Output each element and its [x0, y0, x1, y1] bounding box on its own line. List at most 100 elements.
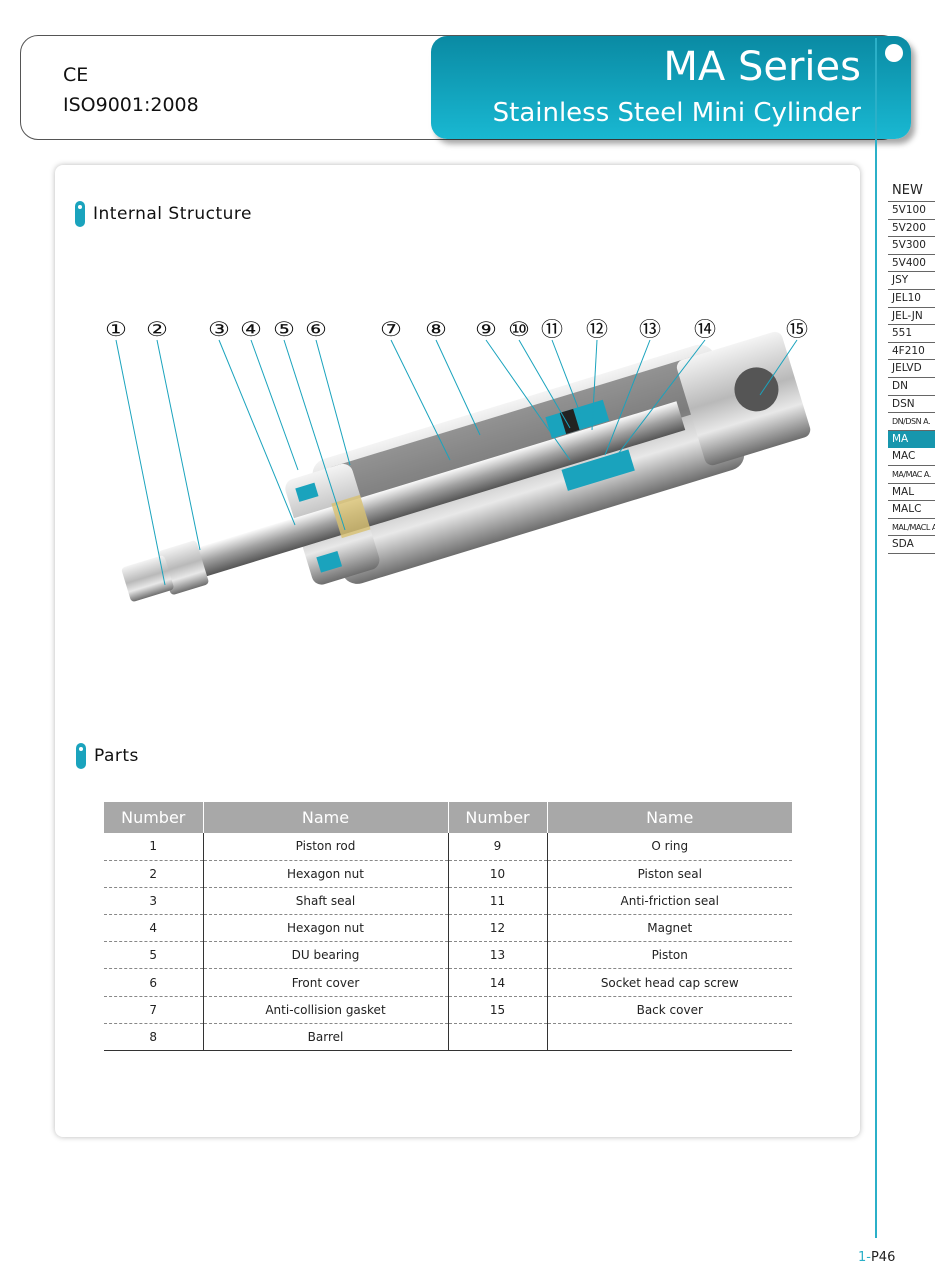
- part-number: 9: [448, 833, 548, 861]
- callout-number: ⑤: [273, 317, 295, 341]
- callout-leader: [591, 339, 598, 431]
- part-name: Magnet: [547, 914, 792, 943]
- callout-leader: [115, 339, 166, 586]
- callout-leader: [315, 339, 351, 466]
- callout-leader: [759, 339, 798, 396]
- sidebar-item[interactable]: MAL/MACL A.: [888, 519, 935, 537]
- sidebar-item[interactable]: 5V300: [888, 237, 935, 255]
- header-name: Name: [203, 802, 449, 833]
- callout-number: ⑨: [475, 317, 497, 341]
- callout-number: ⑭: [694, 317, 716, 341]
- sidebar-item[interactable]: DN: [888, 378, 935, 396]
- bullet-icon: [885, 44, 903, 62]
- header-number: Number: [104, 802, 204, 833]
- callout-leader: [283, 339, 346, 531]
- sidebar-item[interactable]: JSY: [888, 272, 935, 290]
- callout-number: ⑦: [380, 317, 402, 341]
- callout-number: ②: [146, 317, 168, 341]
- sidebar-item[interactable]: MAC: [888, 448, 935, 466]
- callout-number: ③: [208, 317, 230, 341]
- certifications: CE ISO9001:2008: [63, 60, 199, 120]
- part-name: Shaft seal: [203, 887, 449, 916]
- part-number: 3: [104, 887, 204, 916]
- section-marker-icon: [76, 743, 86, 769]
- series-subtitle: Stainless Steel Mini Cylinder: [492, 98, 861, 128]
- callout-leader: [156, 339, 201, 551]
- part-number: [448, 1023, 548, 1052]
- callout-leader: [218, 339, 296, 526]
- sidebar-item[interactable]: NEW: [888, 180, 935, 202]
- callout-leader: [485, 339, 571, 461]
- part-name: DU bearing: [203, 941, 449, 970]
- callout-number: ⑧: [425, 317, 447, 341]
- sidebar-item[interactable]: JELVD: [888, 360, 935, 378]
- callout-number: ⑩: [508, 317, 530, 341]
- page-number: 1-P46: [858, 1250, 895, 1265]
- part-name: Anti-collision gasket: [203, 996, 449, 1024]
- sidebar-item[interactable]: 4F210: [888, 343, 935, 361]
- part-name: Piston rod: [203, 833, 449, 861]
- callout-number: ④: [240, 317, 262, 341]
- part-name: Hexagon nut: [203, 914, 449, 943]
- callout-number: ⑥: [305, 317, 327, 341]
- part-name: Socket head cap screw: [547, 968, 792, 997]
- sidebar-item[interactable]: JEL10: [888, 290, 935, 308]
- part-name: Hexagon nut: [203, 860, 449, 888]
- sidebar-item[interactable]: 5V400: [888, 255, 935, 273]
- sidebar-item[interactable]: 5V100: [888, 202, 935, 220]
- callout-number: ①: [105, 317, 127, 341]
- section-title: Internal Structure: [93, 204, 253, 224]
- sidebar-item[interactable]: DSN: [888, 396, 935, 414]
- part-name: Back cover: [547, 996, 792, 1024]
- part-number: 14: [448, 968, 548, 997]
- section-marker-icon: [75, 201, 85, 227]
- sidebar-item[interactable]: DN/DSN A.: [888, 413, 935, 431]
- sidebar-item[interactable]: MA/MAC A.: [888, 466, 935, 484]
- part-name: [547, 1023, 792, 1052]
- part-name: Barrel: [203, 1023, 449, 1052]
- part-name: O ring: [547, 833, 792, 861]
- part-number: 10: [448, 860, 548, 888]
- part-number: 15: [448, 996, 548, 1024]
- ce-mark: CE: [63, 64, 89, 86]
- part-name: Piston: [547, 941, 792, 970]
- divider-line: [875, 38, 877, 1238]
- sidebar-item[interactable]: MAL: [888, 484, 935, 502]
- callout-leader: [435, 339, 481, 436]
- header-name: Name: [547, 802, 792, 833]
- part-number: 8: [104, 1023, 204, 1052]
- callout-number: ⑪: [541, 317, 563, 341]
- sidebar-item[interactable]: SDA: [888, 536, 935, 554]
- sidebar-item[interactable]: 5V200: [888, 220, 935, 238]
- callout-leader: [390, 339, 451, 461]
- sidebar-item[interactable]: MALC: [888, 501, 935, 519]
- section-internal-structure: Internal Structure: [75, 201, 253, 227]
- part-number: 13: [448, 941, 548, 970]
- sidebar-item[interactable]: MA: [888, 430, 935, 449]
- callout-number: ⑬: [639, 317, 661, 341]
- header-number: Number: [448, 802, 548, 833]
- callout-leader: [250, 339, 299, 471]
- callout-number: ⑮: [786, 317, 808, 341]
- callout-leader: [614, 339, 706, 459]
- part-name: Front cover: [203, 968, 449, 997]
- part-number: 5: [104, 941, 204, 970]
- part-number: 4: [104, 914, 204, 943]
- sidebar-item[interactable]: JEL-JN: [888, 308, 935, 326]
- callout-leader: [551, 339, 583, 419]
- part-number: 2: [104, 860, 204, 888]
- callout-number: ⑫: [586, 317, 608, 341]
- iso-cert: ISO9001:2008: [63, 94, 199, 116]
- sidebar-item[interactable]: 551: [888, 325, 935, 343]
